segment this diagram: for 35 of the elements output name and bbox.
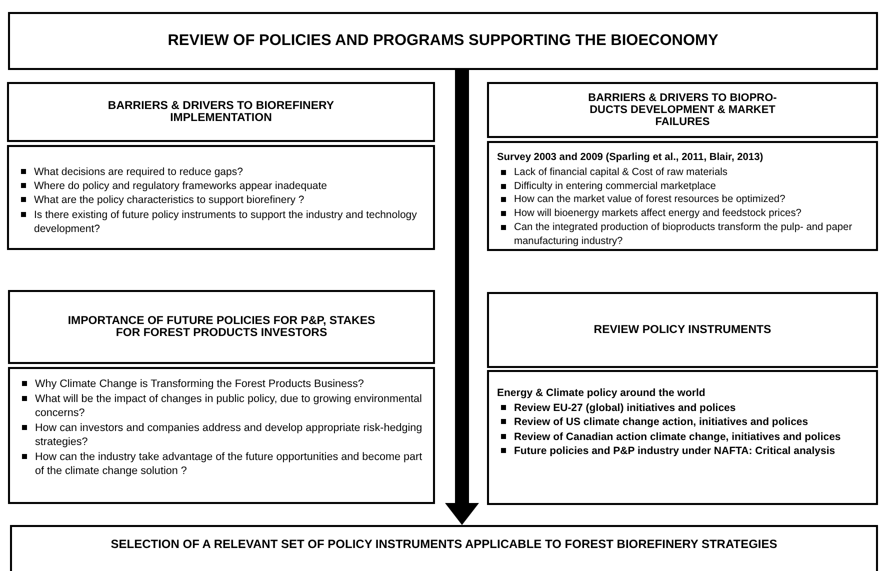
question-box [8, 367, 435, 504]
heading-text: SELECTION OF A RELEVANT SET OF POLICY INSTRUMENTS APPLICABLE TO FOREST BIOREFINERY STRATEGIES [110, 537, 778, 551]
bullet-text: What will be the impact of changes in public policy, due to growing environmental concerns? [35, 392, 423, 421]
question-box [7, 145, 435, 250]
lead-text: Energy & Climate policy around the world [497, 386, 706, 400]
heading-box [487, 292, 878, 368]
bullet-text: What decisions are required to reduce gaps? [34, 165, 244, 180]
bullet-text: Future policies and P&P industry under NAFTA: Critical analysis [514, 444, 836, 458]
bullet-text: Difficulty in entering commercial marketplace [514, 180, 717, 194]
bullet-text: Where do policy and regulatory frameworks appear inadequate [34, 179, 328, 194]
bullet-text: How can the market value of forest resources be optimized? [514, 193, 786, 208]
bullet-text: Review of US climate change action, initiatives and polices [514, 415, 810, 430]
heading-text: BARRIERS & DRIVERS TO BIOREFINERY IMPLEMENTATION [106, 100, 336, 124]
question-box [487, 141, 878, 251]
bullet-text: Review of Canadian action climate change, initiatives and polices [514, 430, 842, 444]
bullet-text: Can the integrated production of bioproducts transform the pulp- and paper manufacturing industry? [514, 220, 854, 248]
heading-box [487, 82, 878, 138]
heading-box [7, 82, 435, 142]
bullet-text: How can the industry take advantage of the future opportunities and become part of the climate change solution ? [35, 450, 424, 479]
lead-text: Survey 2003 and 2009 (Sparling et al., 2011, Blair, 2013) [497, 151, 764, 165]
heading-text: REVIEW POLICY INSTRUMENTS [594, 324, 772, 336]
conclusion-box [10, 525, 878, 571]
policy-box [487, 370, 878, 505]
bullet-text: How will bioenergy markets affect energy and feedstock prices? [514, 207, 802, 221]
title-box [8, 12, 878, 70]
bullet-text: Why Climate Change is Transforming the Forest Products Business? [35, 377, 365, 392]
bullet-text: What are the policy characteristics to support biorefinery ? [34, 193, 306, 208]
bullet-text: Is there existing of future policy instruments to support the industry and technology development? [34, 208, 418, 236]
bullet-text: How can investors and companies address and develop appropriate risk-hedging strategies? [35, 420, 424, 450]
bullet-text: Review EU-27 (global) initiatives and polices [514, 401, 737, 416]
heading-text: BARRIERS & DRIVERS TO BIOPRO- DUCTS DEVELOPMENT & MARKET FAILURES [587, 92, 778, 128]
heading-box [8, 290, 435, 364]
bullet-text: Lack of financial capital & Cost of raw materials [514, 166, 728, 180]
heading-text: REVIEW OF POLICIES AND PROGRAMS SUPPORTING THE BIOECONOMY [168, 32, 718, 50]
heading-text: IMPORTANCE OF FUTURE POLICIES FOR P&P, STAKES FOR FOREST PRODUCTS INVESTORS [66, 315, 376, 339]
